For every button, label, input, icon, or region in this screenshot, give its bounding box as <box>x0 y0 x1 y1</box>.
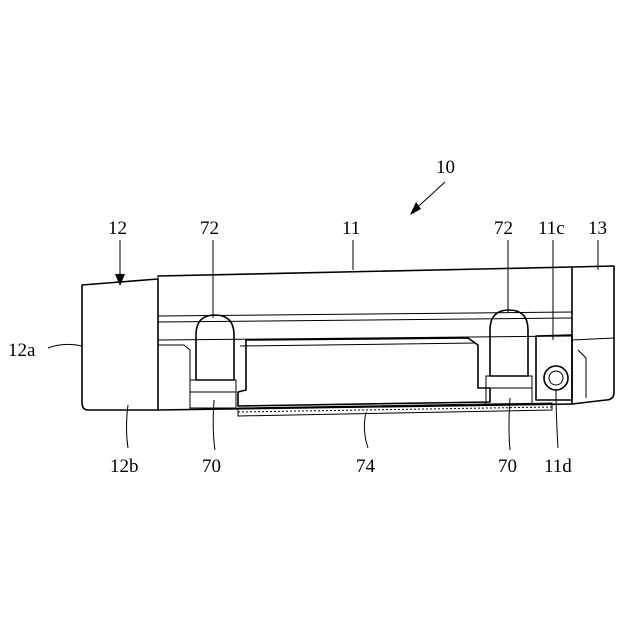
label-10: 10 <box>436 157 455 178</box>
label-72-left: 72 <box>200 218 219 239</box>
hole-11d <box>544 366 568 390</box>
label-11c: 11c <box>538 218 565 239</box>
label-12: 12 <box>108 218 127 239</box>
label-11: 11 <box>342 218 360 239</box>
clip-right <box>486 310 532 388</box>
label-70-right: 70 <box>498 456 517 477</box>
end-cap-right <box>572 266 614 404</box>
label-74: 74 <box>356 456 376 477</box>
base-left <box>190 392 236 408</box>
label-70-left: 70 <box>202 456 221 477</box>
label-72-right: 72 <box>494 218 513 239</box>
label-13: 13 <box>588 218 607 239</box>
end-cap-left <box>82 279 158 410</box>
label-12a: 12a <box>8 340 36 361</box>
clip-left <box>190 315 236 392</box>
label-11d: 11d <box>544 456 572 477</box>
center-plate <box>238 338 490 406</box>
label-12b: 12b <box>110 456 139 477</box>
base-right <box>486 388 532 404</box>
